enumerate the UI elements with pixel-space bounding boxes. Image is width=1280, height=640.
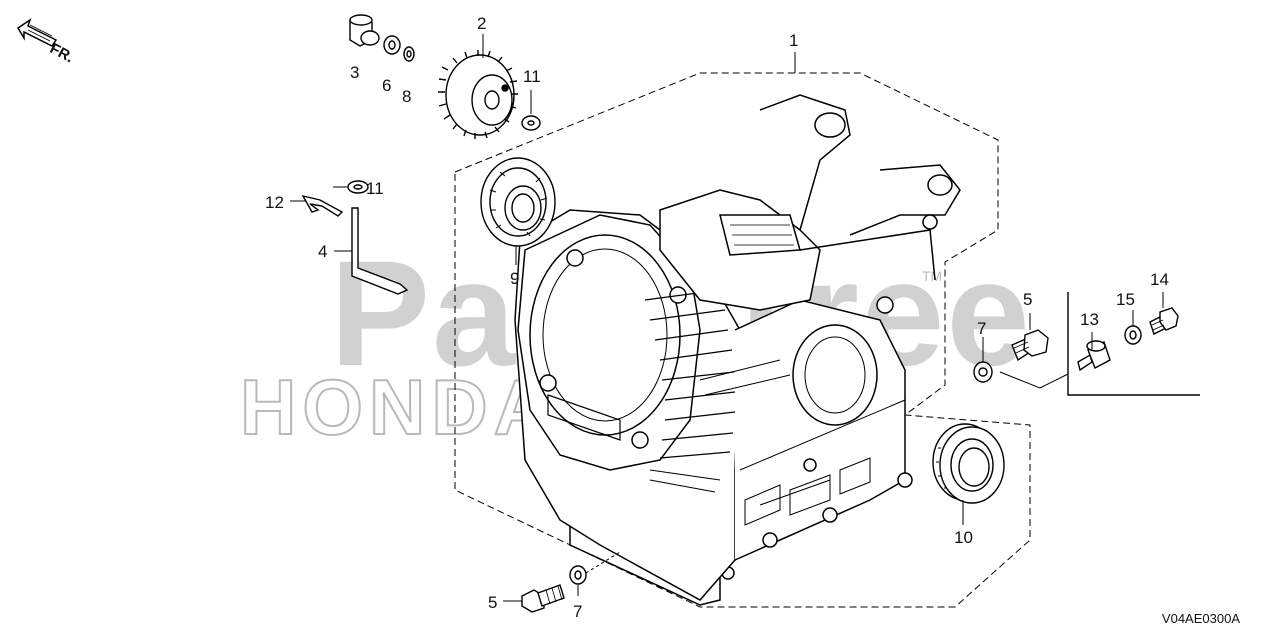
- washer-part-11-top: [521, 115, 541, 131]
- callout-7-bottom: 7: [573, 602, 583, 621]
- callout-12: 12: [265, 193, 284, 212]
- crankcase-group-outline: [454, 72, 1031, 608]
- callout-5-bottom: 5: [488, 593, 498, 612]
- washer-part-15: [1124, 325, 1142, 345]
- callout-4: 4: [318, 242, 328, 261]
- watermark-honda: HONDA: [239, 363, 556, 451]
- callout-15: 15: [1116, 290, 1135, 309]
- washer-part-6: [383, 35, 401, 55]
- bearing-part-9: [480, 157, 556, 247]
- callout-1: 1: [789, 31, 799, 50]
- callout-5-right: 5: [1023, 290, 1033, 309]
- bolt-part-3: [349, 14, 380, 47]
- washer-part-7-right: [973, 361, 993, 383]
- callout-9: 9: [510, 269, 520, 288]
- clip-part-12: [301, 194, 344, 217]
- washer-part-7-bottom: [569, 565, 587, 585]
- callout-13: 13: [1080, 310, 1099, 329]
- front-arrow-icon: [16, 18, 58, 47]
- callout-7-right: 7: [977, 319, 987, 338]
- callout-3: 3: [350, 63, 360, 82]
- callout-6: 6: [382, 76, 392, 95]
- bolt-part-5-right: [1011, 329, 1049, 362]
- clip-part-8: [403, 46, 415, 62]
- watermark-trademark: TM: [922, 268, 943, 284]
- callout-2: 2: [477, 14, 487, 33]
- bolt-part-14: [1149, 307, 1179, 335]
- leader-lines: [290, 34, 1164, 602]
- washer-part-11-mid: [347, 180, 369, 194]
- bolt-part-5-bottom: [521, 584, 565, 613]
- callout-11-top: 11: [523, 67, 541, 86]
- callout-8: 8: [402, 87, 412, 106]
- callout-14: 14: [1150, 270, 1169, 289]
- governor-arm-part-4: [351, 207, 409, 295]
- stud-part-13: [1077, 340, 1111, 372]
- oil-seal-part-10: [932, 423, 1005, 504]
- governor-gear-part-2: [438, 50, 518, 139]
- diagram-code: V04AE0300A: [1161, 611, 1240, 626]
- callout-11-mid: 11: [366, 179, 384, 198]
- crankcase: [514, 94, 961, 606]
- callout-10: 10: [954, 528, 973, 547]
